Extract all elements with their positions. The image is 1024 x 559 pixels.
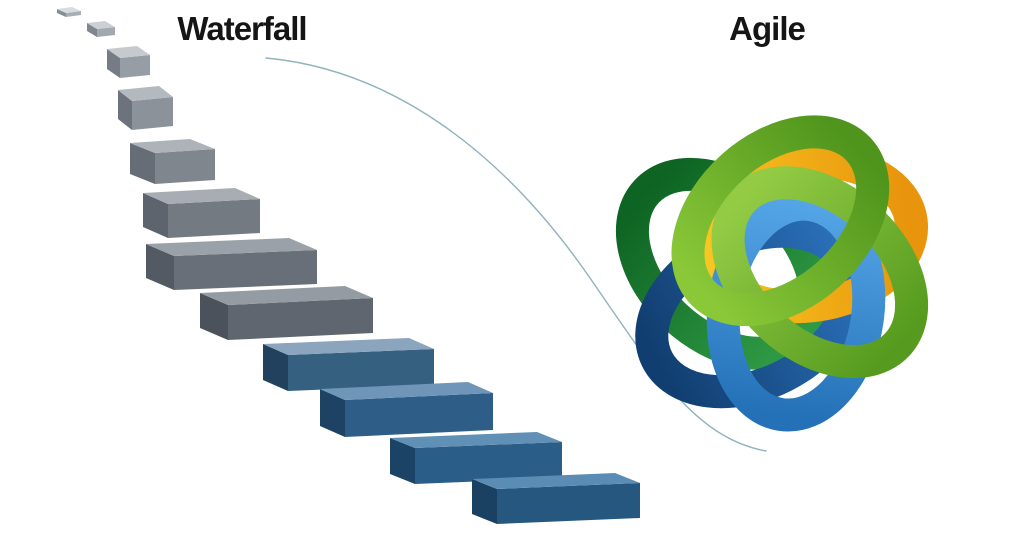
block-front-face — [155, 149, 215, 184]
block-top-face — [130, 139, 215, 153]
block-front-face — [97, 27, 115, 37]
agile-knot — [615, 115, 929, 432]
block-side-face — [107, 49, 120, 78]
block-top-face — [472, 473, 640, 489]
block-top-face — [200, 286, 373, 305]
green-top-ribbon — [671, 115, 890, 327]
block-top-face — [263, 338, 434, 355]
waterfall-title: Waterfall — [177, 10, 307, 47]
block-side-face — [390, 438, 415, 484]
agile-title: Agile — [729, 10, 806, 47]
block-side-face — [472, 479, 497, 524]
waterfall-block-7 — [146, 238, 317, 290]
waterfall-staircase — [57, 7, 640, 524]
block-side-face — [320, 389, 345, 437]
block-front-face — [132, 97, 173, 130]
block-side-face — [263, 344, 288, 391]
waterfall-block-5 — [130, 139, 215, 184]
waterfall-block-2 — [87, 21, 115, 37]
waterfall-block-8 — [200, 286, 373, 340]
block-top-face — [146, 238, 317, 256]
block-top-face — [320, 382, 493, 400]
waterfall-block-11 — [390, 432, 562, 484]
waterfall-block-6 — [143, 188, 260, 238]
waterfall-block-9 — [263, 338, 434, 391]
waterfall-block-12 — [472, 473, 640, 524]
block-front-face — [120, 55, 150, 78]
block-top-face — [87, 21, 115, 29]
waterfall-block-1 — [57, 7, 81, 17]
block-top-face — [57, 7, 81, 13]
block-side-face — [87, 23, 97, 37]
block-top-face — [390, 432, 562, 448]
block-front-face — [174, 250, 317, 290]
waterfall-block-4 — [118, 86, 173, 130]
block-side-face — [146, 244, 174, 290]
block-side-face — [57, 9, 66, 17]
block-front-face — [288, 349, 434, 391]
block-top-face — [143, 188, 260, 204]
block-side-face — [130, 143, 155, 184]
block-front-face — [415, 442, 562, 484]
block-side-face — [143, 193, 168, 238]
waterfall-block-3 — [107, 46, 150, 78]
divider-curve — [265, 57, 767, 452]
block-front-face — [168, 199, 260, 238]
block-front-face — [228, 298, 373, 340]
block-top-face — [118, 86, 173, 101]
block-top-face — [107, 46, 150, 58]
block-front-face — [497, 483, 640, 524]
block-front-face — [345, 393, 493, 437]
waterfall-block-10 — [320, 382, 493, 437]
block-side-face — [118, 90, 132, 130]
block-side-face — [200, 293, 228, 340]
